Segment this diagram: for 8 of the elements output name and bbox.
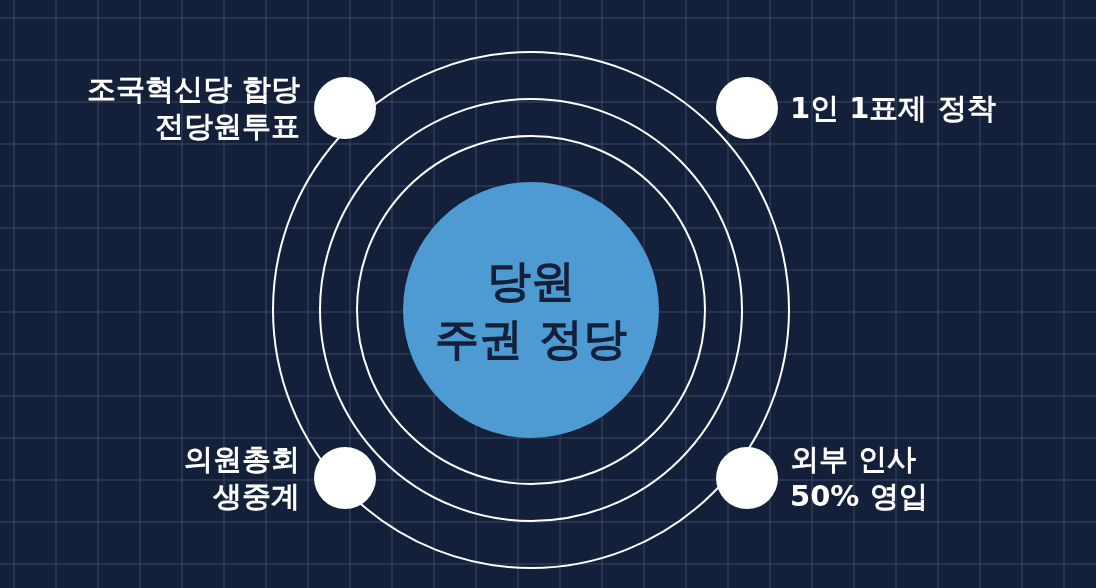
dot-label: 조국혁신당 합당 전당원투표 — [85, 71, 300, 145]
marker-dot — [314, 447, 376, 509]
marker-dot — [716, 77, 778, 139]
marker-dot — [716, 447, 778, 509]
dot-label: 의원총회 생중계 — [183, 441, 300, 515]
center-title: 당원 주권 정당 — [435, 254, 627, 366]
dot-label: 외부 인사 50% 영입 — [790, 441, 929, 515]
dot-label: 1인 1표제 정착 — [790, 89, 997, 127]
